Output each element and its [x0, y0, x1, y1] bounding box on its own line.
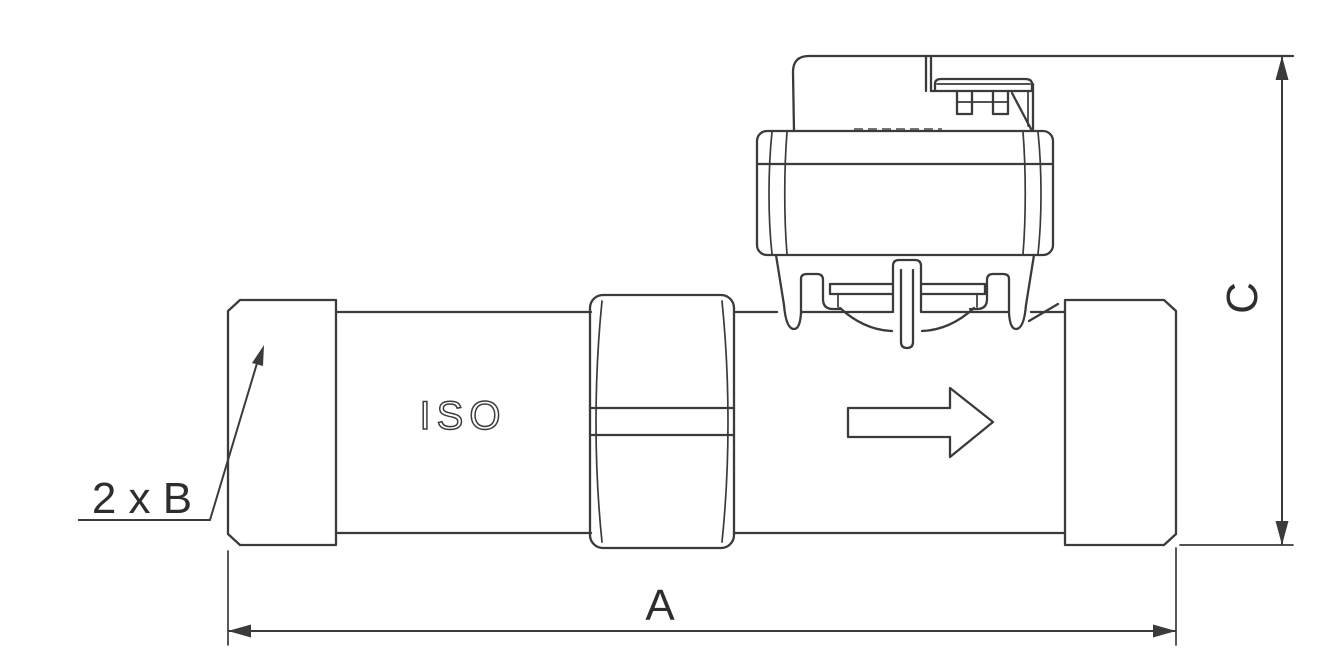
hex-nut: [588, 293, 736, 550]
bonnet-flange: [920, 282, 987, 296]
yoke-right-leg: [968, 253, 1036, 331]
callout-2xb: 2 x B: [78, 345, 264, 523]
dimension-a-label: A: [645, 581, 675, 630]
right-port-cap: [1063, 298, 1178, 547]
arrowhead-left: [228, 624, 251, 638]
connector-bracket: [929, 77, 1035, 131]
actuator-top-cap: [791, 54, 1295, 133]
bonnet-bell: [838, 306, 894, 333]
arrowhead-top: [1275, 56, 1289, 80]
dimension-c: C: [1179, 56, 1294, 546]
arrowhead-bottom: [1275, 521, 1289, 545]
body-shoulder-line: [1027, 302, 1060, 323]
arrowhead-right: [1153, 624, 1176, 638]
valve-stem-rod: [899, 268, 915, 350]
valve-stem: [891, 258, 923, 314]
actuator: [755, 54, 1295, 350]
actuator-housing: [755, 128, 1055, 257]
bonnet-flange: [828, 282, 894, 296]
leader-line: [78, 359, 259, 521]
leader-arrowhead: [252, 345, 264, 366]
actuator-yoke: [774, 253, 1036, 350]
dimension-c-label: C: [1218, 282, 1267, 314]
right-cap-chamfer-line: [1163, 533, 1177, 546]
flow-direction-arrow-icon: [846, 386, 995, 459]
body-marking-label: ISO: [420, 394, 507, 438]
callout-2xb-label: 2 x B: [92, 474, 192, 523]
dimension-a: A: [227, 547, 1177, 646]
left-port-cap: [226, 298, 338, 547]
bonnet-bell: [920, 306, 976, 333]
valve-body: ISO: [226, 293, 1178, 550]
yoke-left-leg: [774, 253, 842, 331]
